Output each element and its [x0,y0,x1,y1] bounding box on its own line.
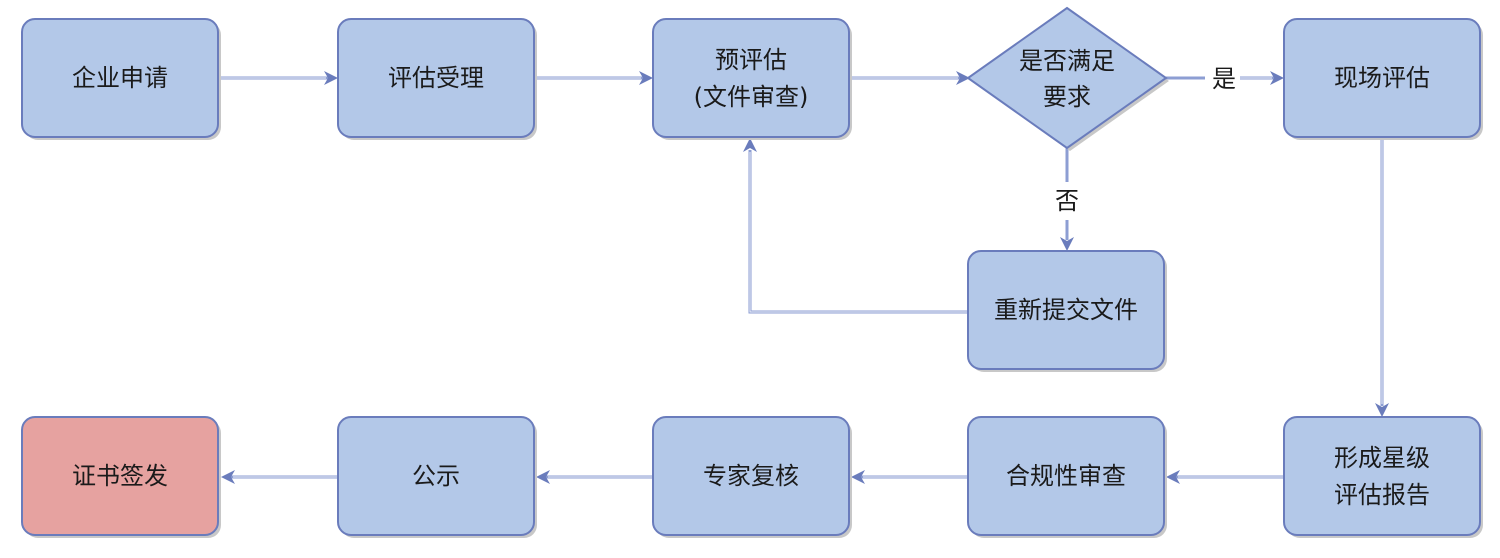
node-accept: 评估受理 [337,18,537,140]
edge-resubmit-to-pre-eval [743,138,968,314]
node-compliance: 合规性审查 [967,416,1167,538]
edge-label-yes: 是 [1212,65,1236,93]
node-report: 形成星级 评估报告 [1283,416,1483,538]
node-compliance-label: 合规性审查 [1006,462,1126,490]
node-certificate-label: 证书签发 [72,462,168,490]
edge-expert-to-publicity [536,470,653,484]
edge-onsite-to-report [1375,138,1389,417]
node-accept-label: 评估受理 [388,64,484,92]
node-resubmit: 重新提交文件 [967,250,1167,372]
edge-label-no: 否 [1055,187,1079,215]
edge-compliance-to-expert [851,470,968,484]
node-onsite: 现场评估 [1283,18,1483,140]
edge-report-to-compliance [1166,470,1284,484]
node-report-label-line2: 评估报告 [1334,481,1430,509]
node-report-label-line1: 形成星级 [1334,444,1430,472]
node-pre-eval-label-line2: (文件审查) [694,83,809,111]
node-decision-label-line1: 是否满足 [1019,47,1115,75]
node-decision: 是否满足 要求 [966,6,1169,151]
node-apply: 企业申请 [21,18,221,140]
edge-apply-to-accept [220,71,338,85]
edges [220,71,1389,484]
node-decision-label-line2: 要求 [1043,83,1091,111]
node-pre-eval-label-line1: 预评估 [715,46,787,74]
edge-decision-to-resubmit [1060,148,1074,251]
node-publicity-label: 公示 [412,462,460,490]
node-expert: 专家复核 [652,416,852,538]
edge-pre-eval-to-decision [850,71,970,85]
node-resubmit-label: 重新提交文件 [994,296,1138,324]
node-expert-label: 专家复核 [703,462,799,490]
node-certificate: 证书签发 [21,416,221,538]
edge-publicity-to-certificate [221,470,338,484]
edge-decision-to-onsite [1165,71,1284,85]
node-publicity: 公示 [337,416,537,538]
node-onsite-label: 现场评估 [1334,64,1430,92]
node-apply-label: 企业申请 [72,64,168,92]
node-pre-eval: 预评估 (文件审查) [652,18,852,140]
edge-accept-to-pre-eval [535,71,653,85]
